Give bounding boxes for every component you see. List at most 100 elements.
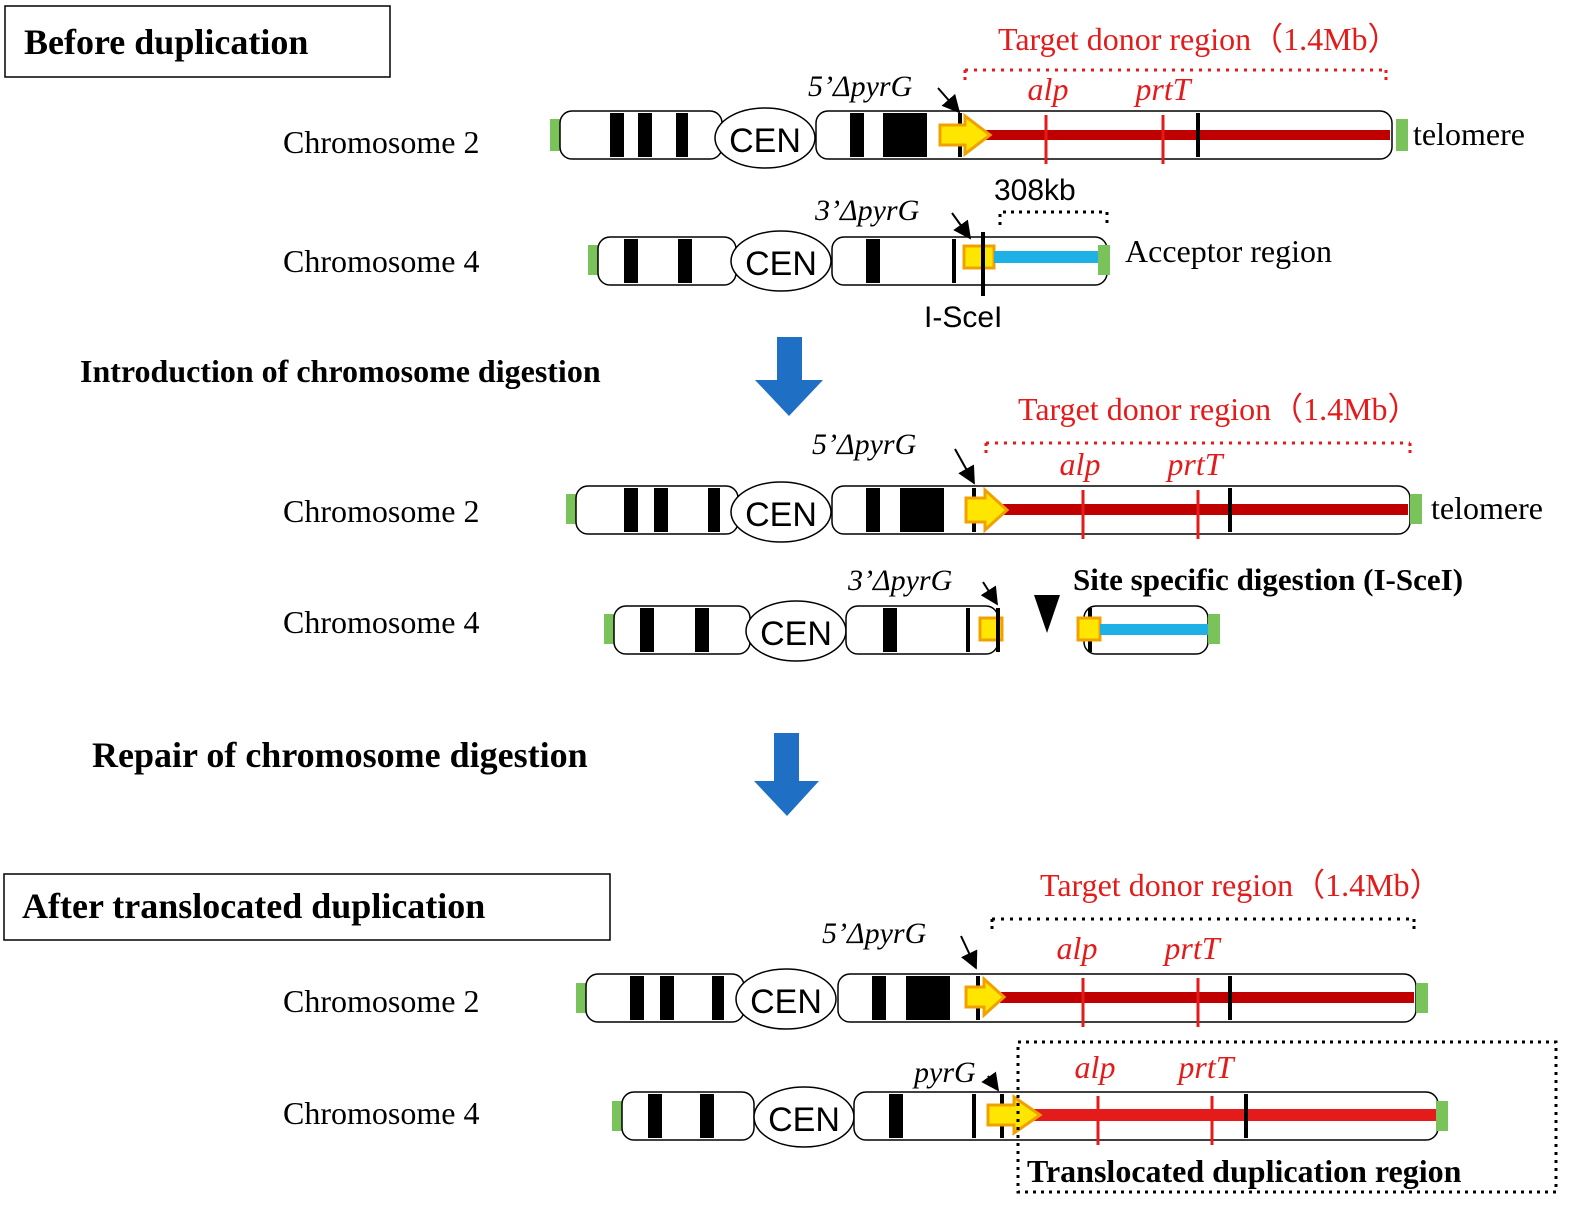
target-donor-bar — [985, 130, 1390, 140]
band — [712, 976, 724, 1020]
target-donor-label: Target donor region（1.4Mb） — [998, 21, 1400, 57]
chr4-label: Chromosome 4 — [283, 1095, 479, 1131]
alp-label: alp — [1075, 1049, 1116, 1085]
pyrg-5-pointer — [954, 448, 975, 485]
down-arrow-icon — [755, 337, 823, 416]
band — [660, 976, 674, 1020]
chr2-after: Chromosome 2 CEN Target donor region（1.4… — [283, 867, 1442, 1030]
after-header-box — [3, 873, 611, 941]
band — [648, 1094, 662, 1138]
target-donor-label: Target donor region（1.4Mb） — [1040, 867, 1442, 903]
band — [872, 976, 886, 1020]
chr4-digestion: Chromosome 4 CEN 3’ΔpyrG Site specific d… — [283, 562, 1463, 662]
chromosome-arm-left — [597, 236, 737, 286]
prtt-label: prtT — [1165, 446, 1224, 482]
section-after: After translocated duplication Chromosom… — [3, 867, 1558, 1194]
telomere-label: telomere — [1431, 490, 1543, 526]
after-header: After translocated duplication — [22, 886, 485, 926]
pyrg-5-label: 5’ΔpyrG — [822, 917, 927, 950]
band — [654, 488, 668, 532]
band — [640, 608, 654, 652]
band — [883, 113, 927, 157]
cut-triangle-icon — [1034, 595, 1060, 633]
band — [900, 488, 944, 532]
pyrg-5-pointer — [937, 87, 961, 114]
pyrg-3-box-icon — [962, 244, 996, 270]
chr2-before: Chromosome 2 CEN telomere Target donor r… — [283, 21, 1525, 169]
band — [638, 113, 652, 157]
telomere-left — [550, 119, 560, 151]
cen-label: CEN — [750, 983, 822, 1021]
target-donor-bar — [1000, 504, 1408, 515]
chr4-before: Chromosome 4 CEN Acceptor region 308kb I… — [283, 174, 1332, 334]
prtt-label: prtT — [1133, 71, 1192, 107]
pyrg-5-label: 5’ΔpyrG — [812, 428, 917, 461]
pyrg-3-pointer — [980, 581, 998, 606]
telomere-left — [588, 245, 598, 275]
chr4-after: Chromosome 4 CEN alp prtT pyrG Transloca… — [283, 1040, 1558, 1194]
centromere — [714, 107, 816, 169]
pyrg-5-label: 5’ΔpyrG — [808, 70, 913, 103]
telomere-left — [604, 614, 614, 644]
band — [889, 1094, 903, 1138]
alp-label: alp — [1057, 930, 1098, 966]
prtt-label: prtT — [1162, 930, 1221, 966]
pyrg-pointer — [981, 1071, 1000, 1092]
chr4-label: Chromosome 4 — [283, 604, 479, 640]
pyrg-3-label: 3’ΔpyrG — [814, 194, 920, 227]
band — [866, 239, 880, 283]
step-digestion: Introduction of chromosome digestion — [80, 337, 823, 416]
pyrg-5-pointer — [960, 935, 978, 970]
chromosome-arm-left — [621, 1091, 755, 1141]
chr2-label: Chromosome 2 — [283, 493, 479, 529]
band — [883, 608, 897, 652]
chr2-label: Chromosome 2 — [283, 124, 479, 160]
section-digestion: Chromosome 2 CEN telomere Target donor r… — [283, 391, 1543, 662]
down-arrow-icon — [754, 733, 819, 816]
pyrg-label: pyrG — [912, 1056, 976, 1089]
cen-label: CEN — [768, 1101, 840, 1139]
acceptor-bar — [994, 251, 1098, 263]
telomere-left — [612, 1101, 622, 1131]
digestion-step-label: Introduction of chromosome digestion — [80, 353, 601, 389]
alp-label: alp — [1060, 446, 1101, 482]
prtt-label: prtT — [1176, 1049, 1235, 1085]
telomere-label: telomere — [1413, 116, 1525, 152]
target-donor-label: Target donor region（1.4Mb） — [1018, 391, 1420, 427]
telomere-right — [1416, 983, 1428, 1013]
band — [624, 239, 638, 283]
pyrg-5-arrow-icon — [938, 112, 993, 158]
pyrg-5-arrow-icon — [964, 486, 1010, 534]
band — [866, 488, 880, 532]
band — [700, 1094, 714, 1138]
isce1-label: I-SceI — [924, 301, 1002, 334]
before-header-box — [4, 5, 391, 78]
target-donor-bar — [1000, 992, 1414, 1003]
band — [676, 113, 688, 157]
cen-label: CEN — [745, 496, 817, 534]
section-before: Before duplication Chromosome 2 CEN telo… — [4, 5, 1525, 334]
band — [678, 239, 692, 283]
site-specific-label: Site specific digestion (I-SceI) — [1073, 562, 1463, 597]
chr4-label: Chromosome 4 — [283, 243, 479, 279]
chr2-label: Chromosome 2 — [283, 983, 479, 1019]
step-repair: Repair of chromosome digestion — [92, 733, 819, 816]
telomere-right — [1436, 1101, 1448, 1131]
chromosome-arm-left — [613, 605, 751, 655]
centromere — [730, 230, 832, 292]
band — [624, 488, 638, 532]
cen-label: CEN — [729, 122, 801, 160]
band — [906, 976, 950, 1020]
centromere — [730, 481, 832, 543]
band — [630, 976, 644, 1020]
alp-label: alp — [1028, 71, 1069, 107]
cen-label: CEN — [745, 245, 817, 283]
translocated-region-label: Translocated duplication region — [1027, 1153, 1462, 1189]
telomere-right — [1396, 119, 1408, 151]
acceptor-bar — [1100, 624, 1208, 635]
chromosome-arm-right — [845, 605, 999, 655]
telomere-right — [1208, 614, 1220, 644]
band — [850, 113, 864, 157]
cen-label: CEN — [760, 615, 832, 653]
